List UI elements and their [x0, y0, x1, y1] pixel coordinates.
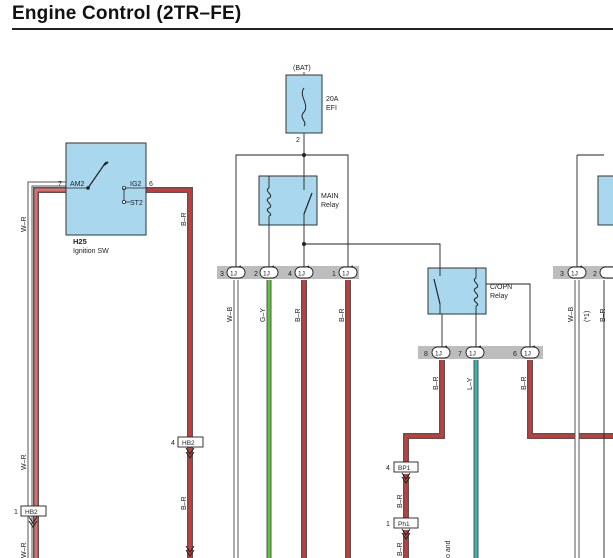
connector-1j-g: 6 1J	[513, 346, 540, 359]
connector-1j-c: 4 1J	[288, 266, 314, 279]
connector-ph1: Ph1 1	[386, 517, 419, 540]
ignition-switch-lever	[103, 161, 109, 166]
main-relay-contact	[303, 192, 313, 215]
wire-label-br-right: B–R	[600, 308, 607, 322]
wire-br-4	[527, 360, 613, 439]
wire-label-br-ph: B–R	[397, 542, 404, 556]
wire-label-br-bp: B–R	[397, 494, 404, 508]
wire-label-wr-top: W–R	[21, 216, 28, 232]
ignition-name: Ignition SW	[73, 248, 109, 255]
fuse-rating: 20A	[326, 96, 339, 103]
connector-band-1j-left	[217, 266, 359, 279]
connector-arrows-bottom-br	[185, 545, 195, 557]
svg-text:1J: 1J	[342, 271, 349, 278]
fuse-name: EFI	[326, 105, 337, 112]
wire-wr-ignition-am2	[27, 181, 66, 558]
connector-1j-e: 8 1J	[424, 346, 451, 359]
connector-1j-f: 7 1J	[458, 346, 485, 359]
wire-label-wb-right: W–B	[568, 307, 575, 323]
ignition-label-am2: AM2	[70, 181, 85, 188]
wire-label-br-3: B–R	[433, 376, 440, 390]
junction-dot-fuse	[302, 153, 306, 157]
wire-label-wb-1: W–B	[227, 307, 234, 323]
wire-label-br-sw-top: B–R	[181, 212, 188, 226]
connector-hb2-lower: HB2 1	[14, 505, 47, 528]
ignition-switch-box	[65, 142, 147, 236]
ignition-switch-contact	[87, 161, 107, 189]
svg-text:1: 1	[386, 521, 390, 528]
ignition-id: H25	[73, 237, 87, 246]
copn-relay-line1: C/OPN	[490, 284, 512, 291]
svg-text:1: 1	[14, 509, 18, 516]
svg-text:4: 4	[386, 465, 390, 472]
svg-text:4: 4	[171, 440, 175, 447]
svg-text:1J: 1J	[571, 271, 578, 278]
main-relay-line1: MAIN	[321, 193, 339, 200]
svg-text:3: 3	[220, 271, 224, 278]
wire-label-ly-1: L–Y	[467, 377, 474, 390]
svg-text:4: 4	[288, 271, 292, 278]
connector-bp1: BP1 4	[386, 461, 419, 484]
main-relay-line2: Relay	[321, 202, 339, 209]
connector-1j-d: 1 1J	[332, 266, 358, 279]
ignition-label-st2: ST2	[130, 200, 143, 207]
wire-label-wr-bottom: W–R	[21, 454, 28, 470]
wire-label-wr-edge: W–R	[21, 542, 28, 558]
svg-text:2: 2	[593, 271, 597, 278]
svg-text:HB2: HB2	[25, 509, 38, 516]
svg-text:1J: 1J	[469, 351, 476, 358]
ignition-label-ig2: IG2	[130, 181, 141, 188]
page-title: Engine Control (2TR–FE)	[12, 3, 242, 24]
note-truncated: o and	[445, 540, 452, 558]
copn-relay-contact-arm	[433, 278, 441, 305]
right-partial-component	[597, 175, 613, 226]
wire-label-br-4: B–R	[521, 376, 528, 390]
svg-text:8: 8	[424, 351, 428, 358]
wire-br-ignition-ig2	[146, 187, 193, 558]
copn-relay-line2: Relay	[490, 293, 508, 300]
wire-label-gy-1: G–Y	[260, 308, 267, 322]
fuse-pin: 2	[296, 137, 300, 144]
battery-label: (BAT)	[293, 65, 311, 72]
svg-text:HB2: HB2	[182, 440, 195, 447]
fuse-element	[301, 87, 307, 127]
connector-1j-i: 2	[593, 266, 613, 279]
svg-text:1J: 1J	[435, 351, 442, 358]
supply-lines	[235, 133, 604, 351]
ignition-pin-am2: 7	[58, 181, 62, 188]
wire-label-plus-right: (*1)	[584, 311, 591, 322]
title-rule	[12, 28, 613, 30]
copn-relay-coil	[473, 277, 479, 307]
svg-text:1J: 1J	[263, 271, 270, 278]
svg-text:1: 1	[332, 271, 336, 278]
svg-text:BP1: BP1	[398, 465, 411, 472]
svg-text:7: 7	[458, 351, 462, 358]
svg-text:Ph1: Ph1	[398, 521, 410, 528]
connector-1j-h: 3 1J	[560, 266, 587, 279]
main-relay-coil	[266, 187, 272, 217]
connector-1j-a: 3 1J	[220, 266, 246, 279]
svg-text:6: 6	[513, 351, 517, 358]
svg-text:1J: 1J	[298, 271, 305, 278]
svg-text:1J: 1J	[230, 271, 237, 278]
connector-hb2-upper: HB2 4	[171, 436, 204, 459]
wire-br-3	[403, 360, 445, 462]
wire-label-br-2: B–R	[339, 308, 346, 322]
connector-1j-b: 2 1J	[254, 266, 279, 279]
ignition-st2-terminal	[122, 199, 127, 204]
fuse-box	[285, 74, 323, 134]
wire-label-br-sw-bottom: B–R	[181, 496, 188, 510]
svg-text:3: 3	[560, 271, 564, 278]
wire-label-br-1: B–R	[295, 308, 302, 322]
svg-text:1J: 1J	[524, 351, 531, 358]
junction-dot-relay	[302, 242, 306, 246]
svg-text:2: 2	[254, 271, 258, 278]
ignition-pin-ig2: 6	[149, 181, 153, 188]
